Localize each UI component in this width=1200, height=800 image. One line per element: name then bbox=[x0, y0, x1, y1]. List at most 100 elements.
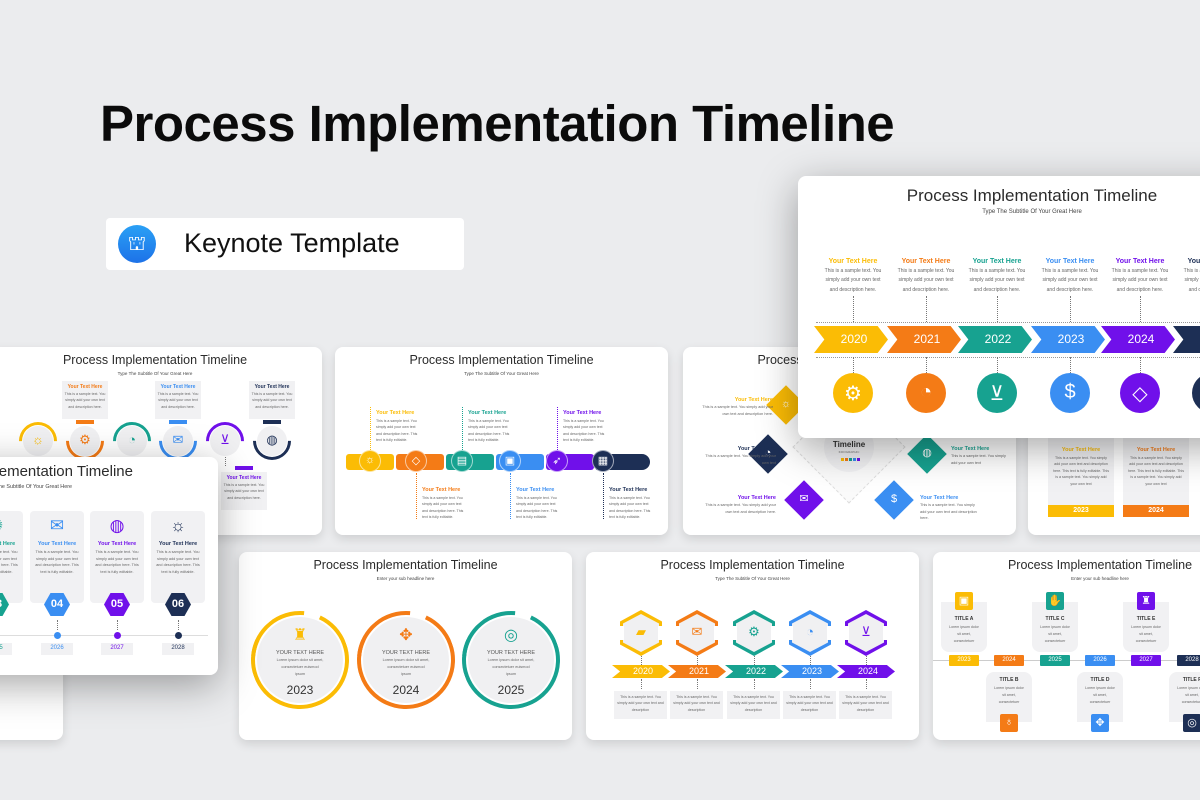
diamond-body: This is a sample text. You simply add yo… bbox=[705, 454, 776, 465]
slide-subtitle: Type The Subtitle Of Your Great Here bbox=[982, 209, 1082, 215]
icon-square: ♁ bbox=[1000, 714, 1018, 732]
wave-heading: Your Text Here bbox=[516, 487, 555, 493]
card bbox=[90, 511, 144, 603]
wave-circle: ▤ bbox=[451, 450, 473, 472]
title-card bbox=[1032, 602, 1078, 652]
year-box: 2023 bbox=[949, 655, 979, 666]
hexagon-inner bbox=[680, 616, 714, 650]
year-card-heading: Your Text Here bbox=[1061, 447, 1101, 453]
title-card-heading: TITLE E bbox=[1136, 616, 1156, 622]
piggy-bank-icon: ◍ bbox=[109, 516, 125, 535]
chess-icon: ♜ bbox=[292, 627, 308, 644]
callout-box bbox=[221, 472, 267, 510]
step-circle: ◍ bbox=[257, 426, 287, 456]
year-label: 2023 bbox=[801, 666, 823, 676]
year-arrow[interactable]: 2024 bbox=[837, 665, 895, 678]
step-body: This is a sample text. You simply add yo… bbox=[824, 268, 882, 293]
year-label: 2023 bbox=[1057, 332, 1085, 346]
slide-title: Process Implementation Timeline bbox=[906, 186, 1158, 205]
diamond-heading: Your Text Here bbox=[737, 446, 776, 452]
truck-icon: ▰ bbox=[636, 624, 646, 639]
money-hand-icon: $ bbox=[1064, 381, 1076, 403]
title-card-body: Lorem ipsum dolor sit amet, consectetuer bbox=[1177, 686, 1200, 704]
slide-subtitle: Type The Subtitle Of Your Great Here bbox=[117, 370, 193, 376]
guide-line bbox=[816, 357, 1200, 358]
title-card-body: Lorem ipsum dolor sit amet, consectetuer bbox=[1131, 625, 1161, 643]
year-label: 2028 bbox=[171, 645, 185, 651]
year-arrow[interactable]: 2023 bbox=[1031, 326, 1105, 353]
connector bbox=[462, 407, 463, 450]
card-body: This is a sample text. You simply add yo… bbox=[156, 550, 200, 574]
gear-icon: ⚙ bbox=[844, 383, 862, 405]
year-arrow[interactable]: 2023 bbox=[781, 665, 839, 678]
year-arrow[interactable]: 2020 bbox=[612, 665, 670, 678]
mail-icon: ✉ bbox=[799, 493, 809, 505]
color-dot bbox=[849, 458, 852, 461]
money-icon: ▤ bbox=[456, 455, 468, 467]
step-circle: ⊻ bbox=[210, 426, 240, 456]
year-box: 2026 bbox=[1085, 655, 1115, 666]
connector bbox=[866, 679, 867, 689]
connector bbox=[57, 620, 58, 630]
number-hexagon: 03 bbox=[0, 593, 9, 616]
connector bbox=[1070, 357, 1071, 373]
card bbox=[0, 511, 23, 603]
year-arrow[interactable]: 2021 bbox=[887, 326, 961, 353]
year-label: 2024 bbox=[1002, 657, 1016, 663]
icon-circle: ⊻ bbox=[977, 373, 1017, 413]
color-dot bbox=[845, 458, 848, 461]
step-body: This is a sample text. You simply add yo… bbox=[1041, 268, 1099, 293]
year-arrow[interactable]: 2022 bbox=[725, 665, 783, 678]
icon-circle: ◔ bbox=[906, 373, 946, 413]
mail-icon: ✉ bbox=[691, 624, 703, 639]
circle-body: Lorem ipsum dolor sit amet, consectetuer… bbox=[487, 658, 535, 677]
callout-heading: Your Text Here bbox=[254, 384, 290, 390]
slide-title: Process Implementation Timeline bbox=[660, 558, 845, 572]
year-arrow[interactable]: 2020 bbox=[814, 326, 888, 353]
connector bbox=[997, 357, 998, 373]
pie-chart-icon: ◔ bbox=[919, 381, 933, 403]
year-arrow[interactable]: 2021 bbox=[668, 665, 726, 678]
step-number: 05 bbox=[110, 598, 124, 610]
gear-icon: ⚙ bbox=[748, 624, 760, 639]
target-icon: ◎ bbox=[504, 627, 518, 644]
step-number: 06 bbox=[171, 598, 185, 610]
year-tab bbox=[0, 643, 12, 655]
timeline-dot bbox=[54, 632, 61, 639]
year-arrow[interactable]: 2024 bbox=[1101, 326, 1175, 353]
year-arrow[interactable] bbox=[1173, 326, 1200, 353]
year-arrow[interactable]: 2022 bbox=[958, 326, 1032, 353]
hexagon-inner bbox=[737, 616, 771, 650]
page-title: Process Implementation Timeline bbox=[100, 95, 895, 152]
callout-heading: Your Text Here bbox=[67, 384, 103, 390]
step-number: 03 bbox=[0, 598, 9, 610]
piggy-bank-icon: ◍ bbox=[922, 447, 932, 459]
connector bbox=[557, 407, 558, 450]
circle-fill bbox=[363, 617, 449, 703]
mail-icon: ✉ bbox=[49, 516, 65, 535]
number-hexagon: 04 bbox=[44, 593, 70, 616]
callout-heading: Your Text Here bbox=[226, 475, 262, 481]
diamond-icon: ◇ bbox=[1132, 383, 1148, 405]
slide-subtitle: Type The Subtitle Of Your Great Here bbox=[464, 370, 539, 376]
icon-square: ✋ bbox=[1046, 592, 1064, 610]
year-tab bbox=[101, 643, 133, 655]
circle-heading: YOUR TEXT HERE bbox=[275, 650, 325, 656]
year-label: 2025 bbox=[1048, 657, 1062, 663]
wave-body: This is a sample text. You simply add yo… bbox=[376, 419, 418, 442]
year-label: 2020 bbox=[840, 332, 868, 346]
connector bbox=[853, 357, 854, 373]
diamond-body: This is a sample text. You simply add yo… bbox=[920, 503, 977, 521]
cart-icon: ⊻ bbox=[861, 624, 871, 639]
color-dot bbox=[853, 458, 856, 461]
callout-body: This is a sample text. You simply add yo… bbox=[251, 392, 293, 409]
circle-fill bbox=[468, 617, 554, 703]
year-label: 2026 bbox=[50, 645, 64, 651]
puzzle-icon: ✥ bbox=[1095, 717, 1105, 729]
